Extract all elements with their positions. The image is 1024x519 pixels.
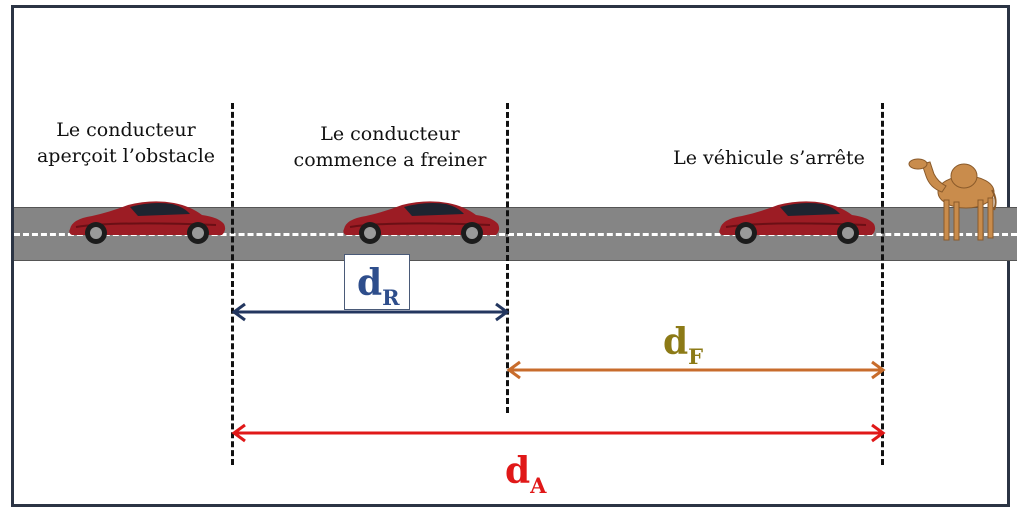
reaction-distance-box (344, 254, 410, 310)
braking-distance-label: dF (663, 324, 703, 375)
caption-braking-line-2: commence a freiner (293, 149, 487, 171)
caption-stop: Le véhicule s’arrête (658, 145, 880, 171)
camel-icon (908, 158, 997, 241)
reaction-distance-label: dR (357, 265, 400, 316)
stopping-distance-label: dA (505, 453, 546, 504)
caption-obstacle-line-1: Le conducteur (56, 119, 196, 141)
car-icon (343, 201, 500, 244)
caption-braking-line-1: Le conducteur (320, 123, 460, 145)
braking-distance-arrow (506, 360, 886, 380)
caption-obstacle: Le conducteur aperçoit l’obstacle (28, 117, 224, 169)
caption-stop-line-1: Le véhicule s’arrête (673, 147, 865, 169)
marker-line-stop (881, 103, 884, 465)
marker-line-perception (231, 103, 234, 465)
reaction-distance-arrow (231, 302, 510, 322)
braking-distance-subscript: F (688, 344, 704, 369)
reaction-distance-symbol: d (357, 262, 383, 304)
stopping-distance-arrow (231, 423, 886, 443)
caption-braking: Le conducteur commence a freiner (280, 121, 500, 173)
car-icon (719, 201, 876, 244)
stopping-distance-symbol: d (505, 450, 531, 492)
car-icon (69, 201, 226, 244)
stopping-distance-subscript: A (530, 473, 547, 498)
braking-distance-symbol: d (663, 321, 689, 363)
marker-line-braking-start (506, 103, 509, 413)
caption-obstacle-line-2: aperçoit l’obstacle (36, 145, 216, 167)
reaction-distance-subscript: R (382, 285, 400, 310)
road-center-line (14, 233, 1017, 236)
